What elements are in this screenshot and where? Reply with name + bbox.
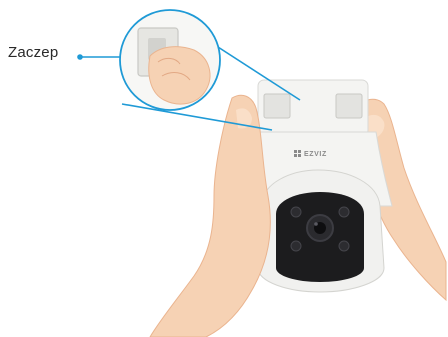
brand-name: EZVIZ xyxy=(304,151,327,158)
ir-led-bottom-left xyxy=(291,241,301,251)
label-leader xyxy=(77,54,120,60)
ir-led-top-right xyxy=(339,207,349,217)
zoom-circle-icon xyxy=(120,10,220,110)
ir-led-top-left xyxy=(291,207,301,217)
ir-led-bottom-right xyxy=(339,241,349,251)
brand-logo: EZVIZ xyxy=(294,150,327,158)
left-hand-icon xyxy=(150,95,270,337)
clip-right xyxy=(336,94,362,118)
clip-left xyxy=(264,94,290,118)
clip-label: Zaczep xyxy=(8,44,58,62)
